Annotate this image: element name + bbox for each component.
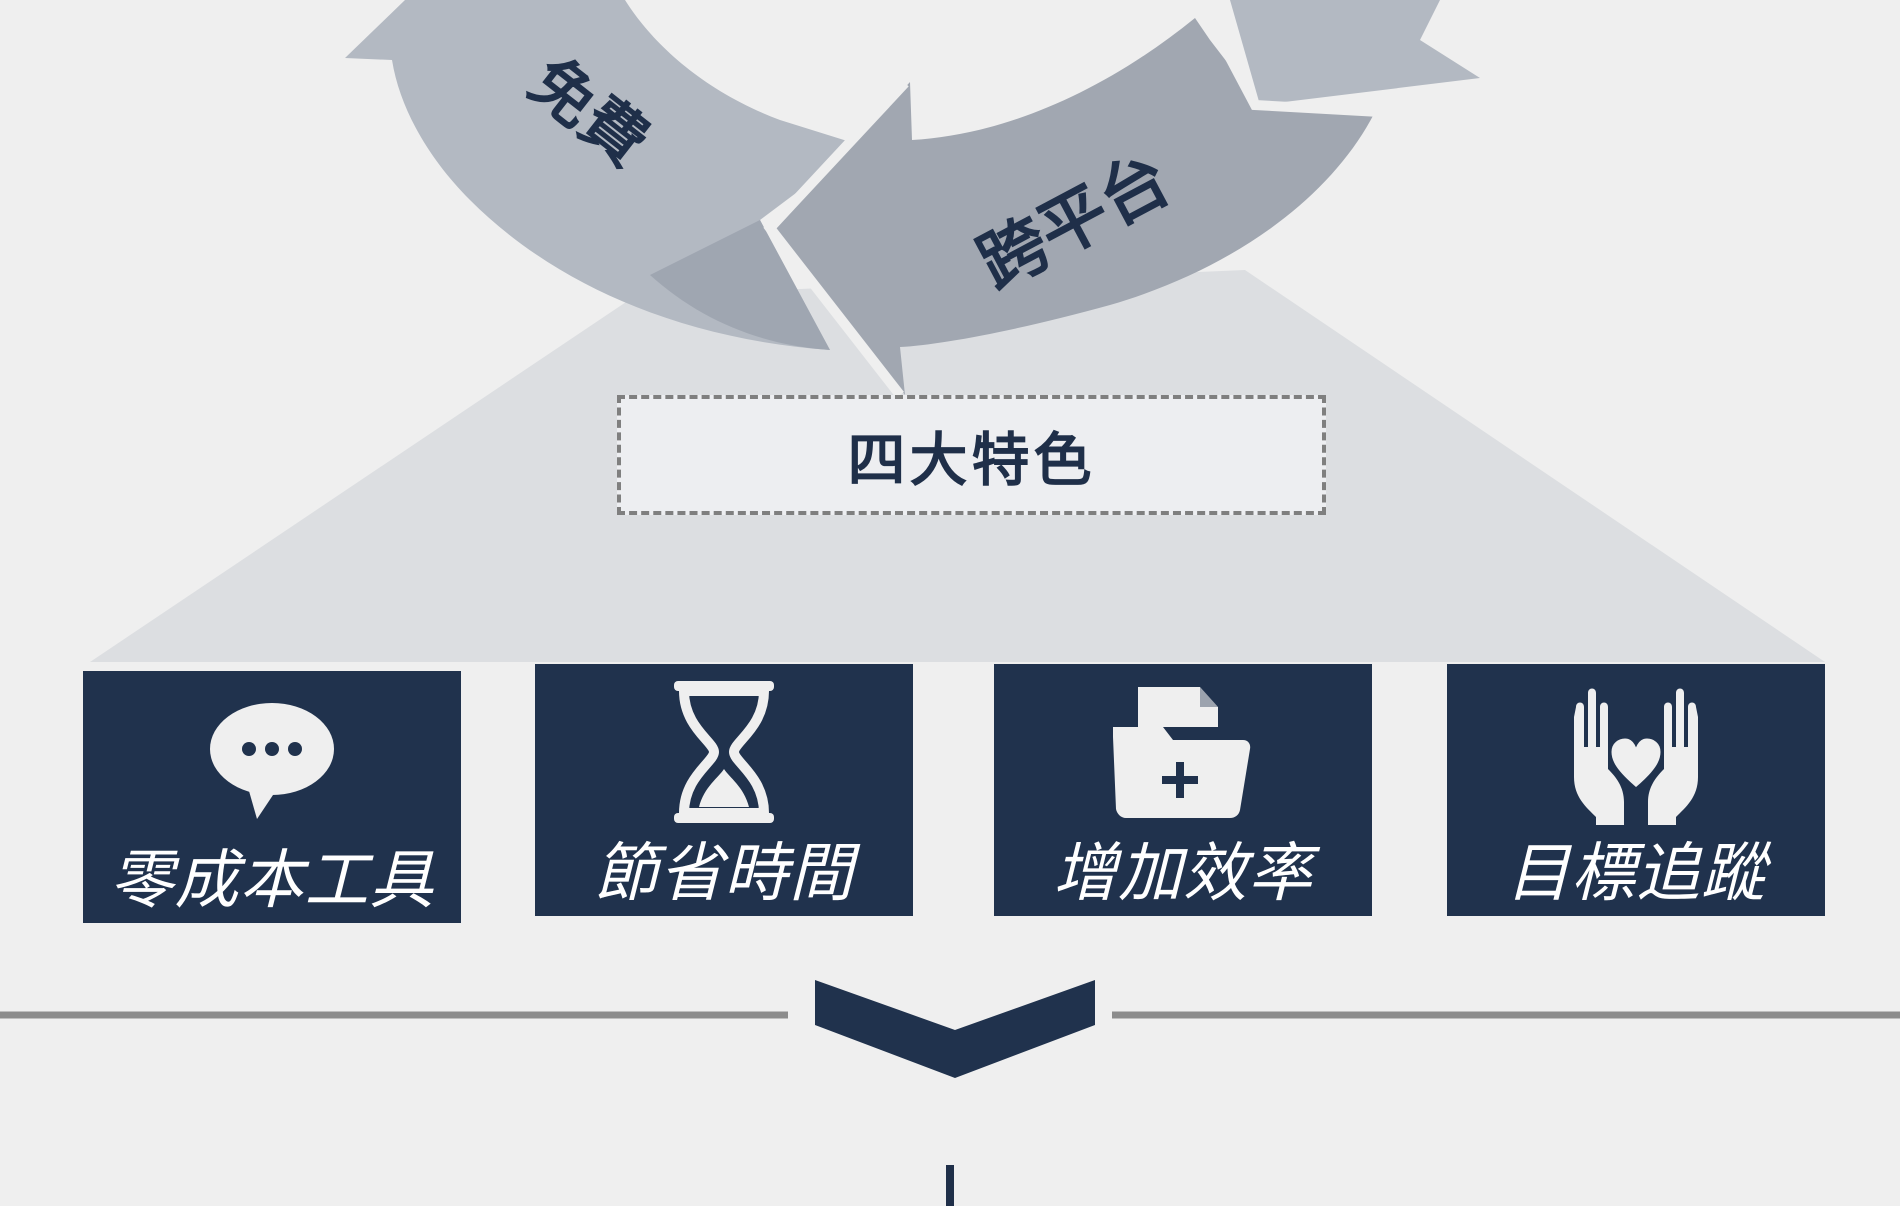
arrow-separator-top	[1205, 17, 1381, 117]
chat-bubble-icon	[83, 689, 461, 829]
chevron-down-icon	[815, 980, 1095, 1078]
feature-card-efficiency: 增加效率	[994, 664, 1372, 916]
cycle-arrow-overlap	[650, 220, 830, 350]
center-label: 四大特色	[847, 426, 1096, 494]
feature-card-goal-tracking: 目標追蹤	[1447, 664, 1825, 916]
hourglass-icon	[535, 681, 913, 823]
feature-title: 節省時間	[594, 837, 854, 911]
feature-title: 目標追蹤	[1506, 837, 1766, 911]
cycle-arrow-top-right	[1230, 0, 1480, 105]
cycle-arrow-right	[775, 18, 1375, 395]
feature-title: 增加效率	[1053, 837, 1313, 911]
feature-card-save-time: 節省時間	[535, 664, 913, 916]
hands-heart-icon	[1447, 682, 1825, 825]
feature-title: 零成本工具	[109, 844, 435, 918]
bottom-marker	[946, 1165, 954, 1206]
arrow-separator	[763, 79, 909, 399]
feature-card-zero-cost: 零成本工具	[83, 671, 461, 923]
center-label-box: 四大特色	[617, 395, 1326, 515]
folder-add-icon	[994, 682, 1372, 822]
